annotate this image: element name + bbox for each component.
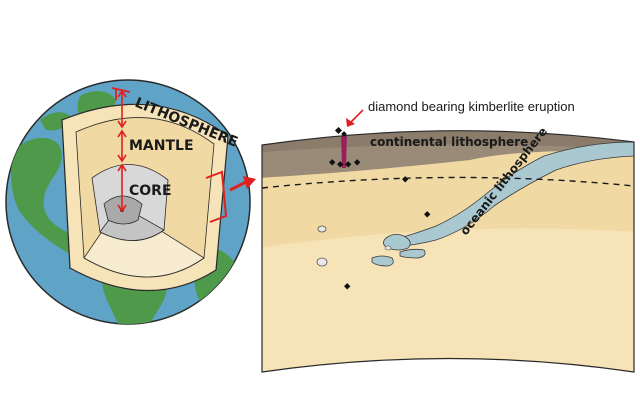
diamond-icon: [337, 161, 344, 168]
cutaway-wedge: [61, 103, 229, 292]
oceanic-blob-2: [371, 255, 394, 267]
diamond-icon: [424, 211, 431, 218]
label-continental-lithosphere: continental lithosphere: [370, 135, 528, 149]
diamond-icon: [329, 159, 336, 166]
section-outline: [261, 130, 635, 373]
section-bracket: [205, 170, 228, 223]
red-arrow-icon: [229, 176, 256, 192]
diamond-icon: [402, 176, 409, 183]
diamond-icon: [334, 126, 343, 135]
label-eruption: diamond bearing kimberlite eruption: [368, 99, 575, 114]
diamond-icon: [354, 159, 361, 166]
cross-section: [261, 109, 635, 373]
lithosphere-boundary-dashed: [262, 176, 634, 189]
label-mantle: MANTLE: [129, 138, 194, 154]
globe: [5, 79, 251, 325]
eruption-callout-arrow: [346, 109, 364, 127]
xenolith-1: [317, 225, 327, 233]
oceanic-blob-3: [399, 248, 426, 259]
lithosphere-bracket: [111, 87, 131, 100]
diamond-icon: [341, 131, 347, 137]
xenolith-3: [384, 245, 392, 251]
north-america-landmass: [11, 137, 97, 260]
diamond-icon: [345, 161, 352, 168]
diamond-icon: [344, 283, 351, 290]
kimberlite-pipe: [341, 132, 347, 168]
label-core: CORE: [129, 183, 172, 199]
diamonds: [329, 126, 431, 290]
depth-indicators: [117, 89, 127, 213]
xenolith-2: [316, 257, 328, 267]
